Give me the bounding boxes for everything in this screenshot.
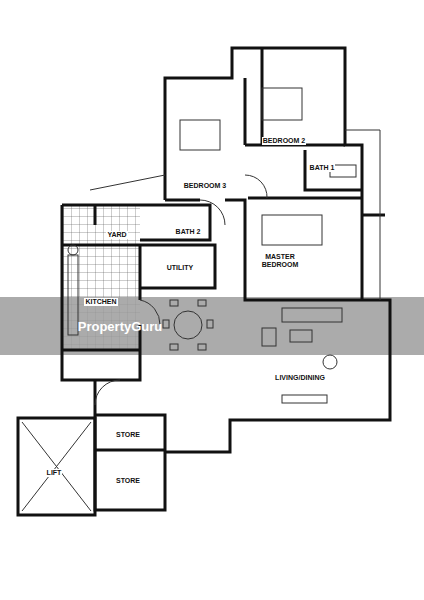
- room-label: MASTER BEDROOM: [258, 253, 303, 269]
- room-area: UTILITY: [150, 256, 210, 274]
- room-area: KITCHEN: [71, 290, 131, 308]
- room-label: YARD: [106, 231, 127, 239]
- room-area: YARD: [97, 223, 137, 241]
- room-label: BEDROOM 3: [183, 182, 227, 190]
- room-area: STORE: [103, 469, 153, 487]
- room-label: KITCHEN: [84, 298, 117, 306]
- room-label: UTILITY: [166, 264, 194, 272]
- room-area: BEDROOM 3: [175, 174, 235, 192]
- room-area: BATH 1: [302, 156, 342, 174]
- room-area: LIVING/DINING: [260, 366, 340, 384]
- room-area: STORE: [103, 423, 153, 441]
- room-area: BEDROOM 2: [254, 129, 314, 147]
- room-label: LIVING/DINING: [274, 374, 326, 382]
- room-label: BATH 2: [175, 228, 202, 236]
- watermark: PropertyGuru: [78, 319, 163, 334]
- room-label: STORE: [115, 431, 141, 439]
- room-label: BEDROOM 2: [262, 137, 306, 145]
- room-label: BATH 1: [309, 164, 336, 172]
- room-area: MASTER BEDROOM: [258, 253, 303, 271]
- room-label: LIFT: [46, 469, 63, 477]
- room-area: BATH 2: [168, 220, 208, 238]
- room-area: LIFT: [39, 461, 69, 479]
- room-label: STORE: [115, 477, 141, 485]
